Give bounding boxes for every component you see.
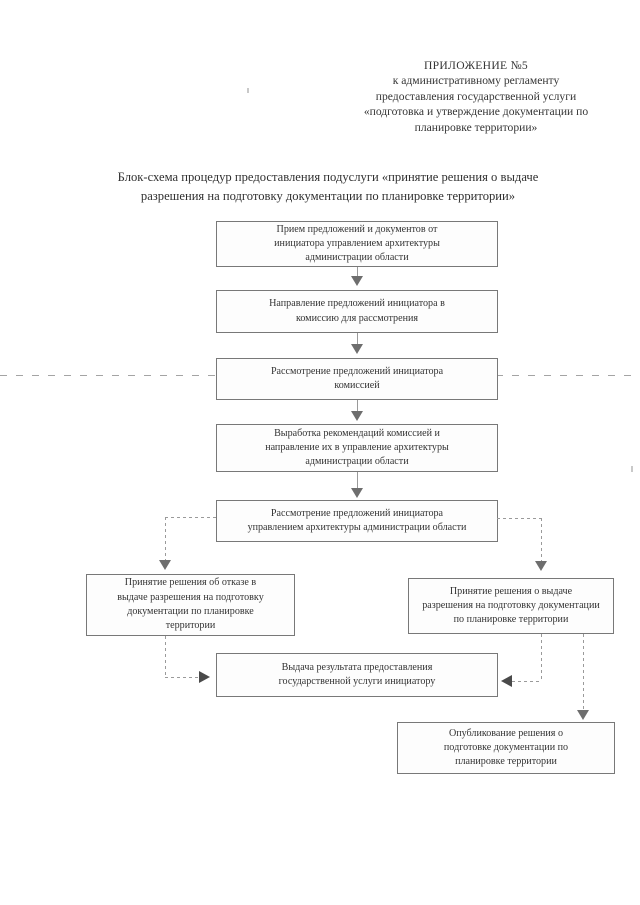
arrowhead-down (535, 561, 547, 571)
arrowhead-down (351, 276, 363, 286)
node-review-architecture-line-1: Рассмотрение предложений инициатора (270, 507, 444, 519)
node-intake: Прием предложений и документов от инициа… (216, 221, 498, 267)
title-line-2: разрешения на подготовку документации по… (140, 189, 516, 203)
arrowhead-down (351, 344, 363, 354)
connector-approval-to-publication (583, 634, 584, 718)
node-refusal-line-1: Принятие решения об отказе в (124, 577, 257, 589)
node-refusal-line-4: территории (165, 620, 216, 632)
node-intake-line-3: администрации области (305, 252, 409, 264)
node-refusal: Принятие решения об отказе в выдаче разр… (86, 574, 295, 636)
node-forward-line-1: Направление предложений инициатора в (269, 298, 445, 310)
node-intake-line-1: Прием предложений и документов от (276, 223, 438, 235)
node-approval: Принятие решения о выдаче разрешения на … (408, 578, 614, 634)
header-line-3: предоставления государственной услуги (375, 89, 577, 103)
node-intake-line-2: инициатора управлением архитектуры (274, 237, 440, 249)
node-review-commission-line-2: комиссией (334, 380, 380, 391)
node-issue-result: Выдача результата предоставления государ… (216, 653, 498, 697)
header-line-1: ПРИЛОЖЕНИЕ №5 (423, 59, 529, 72)
node-review-architecture-line-2: управлением архитектуры администрации об… (247, 522, 467, 533)
node-recommendations: Выработка рекомендаций комиссией и напра… (216, 424, 498, 472)
node-refusal-line-3: документации по планировке (127, 606, 254, 617)
arrowhead-left (501, 675, 512, 687)
connector-refusal-to-issue-horizontal (165, 677, 201, 678)
node-approval-line-1: Принятие решения о выдаче (449, 585, 573, 597)
node-review-architecture: Рассмотрение предложений инициатора упра… (216, 500, 498, 542)
node-publication-line-1: Опубликование решения о (448, 727, 564, 739)
header-line-4: «подготовка и утверждение документации п… (363, 105, 589, 119)
node-publication: Опубликование решения о подготовке докум… (397, 722, 615, 774)
connector-forward-to-review (357, 333, 358, 349)
node-review-commission: Рассмотрение предложений инициатора коми… (216, 358, 498, 400)
arrowhead-right (199, 671, 210, 683)
title-line-1: Блок-схема процедур предоставления подус… (117, 170, 539, 184)
node-publication-line-2: подготовке документации по (443, 741, 569, 753)
arrowhead-down (159, 560, 171, 570)
scan-speck (631, 466, 633, 472)
arrowhead-down (577, 710, 589, 720)
node-issue-result-line-1: Выдача результата предоставления (281, 661, 433, 673)
connector-branch-right-horizontal (497, 518, 542, 519)
connector-branch-left-vertical (165, 517, 166, 565)
connector-recommendations-to-architecture (357, 472, 358, 494)
page-title: Блок-схема процедур предоставления подус… (78, 168, 578, 206)
connector-branch-left-horizontal (165, 517, 217, 518)
node-forward-line-2: комиссию для рассмотрения (295, 312, 419, 324)
node-issue-result-line-2: государственной услуги инициатору (278, 676, 436, 687)
node-recommendations-line-3: администрации области (305, 456, 409, 468)
node-approval-line-3: по планировке территории (453, 614, 569, 626)
scan-speck (247, 88, 249, 93)
connector-refusal-to-issue-vertical (165, 636, 166, 678)
node-recommendations-line-1: Выработка рекомендаций комиссией и (274, 427, 440, 439)
header-line-2: к административному регламенту (392, 74, 560, 88)
node-refusal-line-2: выдаче разрешения на подготовку (117, 591, 264, 603)
node-review-commission-line-1: Рассмотрение предложений инициатора (270, 365, 444, 377)
node-recommendations-line-2: направление их в управление архитектуры (265, 441, 449, 453)
arrowhead-down (351, 488, 363, 498)
connector-review-to-recommendations (357, 400, 358, 416)
connector-approval-to-issue-horizontal (512, 681, 542, 682)
connector-branch-right-vertical (541, 518, 542, 566)
arrowhead-down (351, 411, 363, 421)
connector-intake-to-forward (357, 267, 358, 281)
document-header: ПРИЛОЖЕНИЕ №5 к административному реглам… (330, 58, 622, 135)
header-line-5: планировке территории» (414, 120, 538, 134)
node-forward-commission: Направление предложений инициатора в ком… (216, 290, 498, 333)
node-approval-line-2: разрешения на подготовку документации (422, 599, 600, 611)
node-publication-line-3: планировке территории (455, 756, 557, 768)
connector-approval-down (541, 634, 542, 682)
